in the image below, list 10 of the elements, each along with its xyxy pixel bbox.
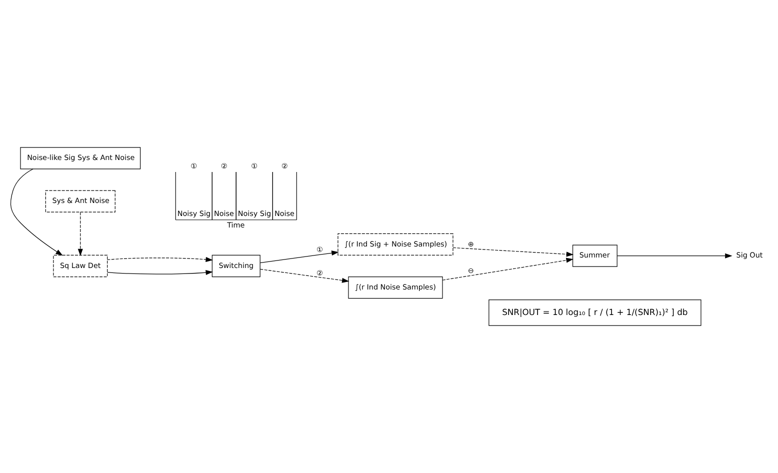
arrow	[452, 247, 574, 257]
node-box: SNR|OUT = 10 log₁₀ [ r / (1 + 1/(SNR)₁)² ] db	[488, 300, 702, 326]
arrow	[10, 168, 63, 256]
arrow	[107, 270, 213, 276]
arrow	[260, 250, 339, 264]
arrow	[616, 253, 732, 258]
arrow	[260, 268, 350, 283]
arrow	[107, 256, 213, 262]
arrow	[442, 258, 574, 280]
arrow	[78, 212, 83, 256]
